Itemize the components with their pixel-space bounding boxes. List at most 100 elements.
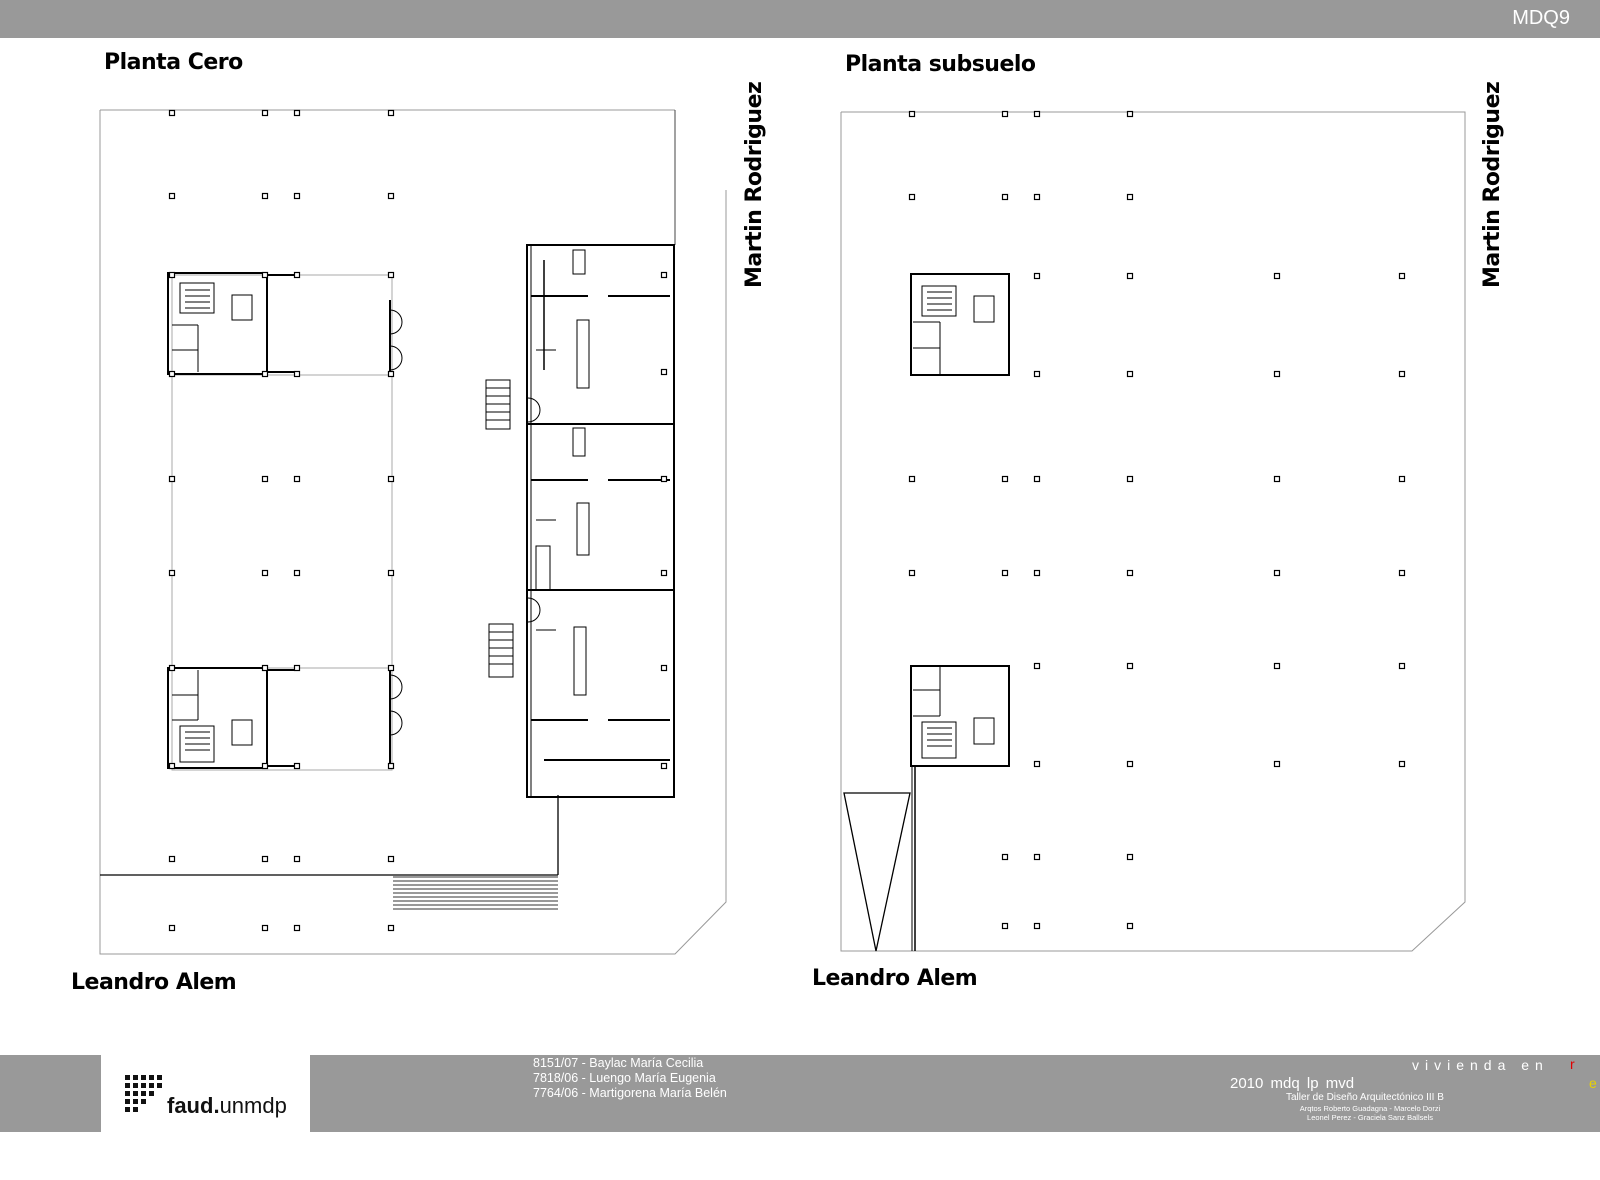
column-marker xyxy=(908,193,916,201)
column-marker xyxy=(293,664,301,672)
column-marker xyxy=(168,109,176,117)
column-marker xyxy=(387,569,395,577)
logo-bold: faud. xyxy=(167,1093,220,1118)
column-marker xyxy=(1001,922,1009,930)
column-marker xyxy=(1126,922,1134,930)
author-line: 7764/06 - Martigorena María Belén xyxy=(533,1086,727,1100)
columns xyxy=(168,109,1406,932)
column-marker xyxy=(168,855,176,863)
author-list: 8151/07 - Baylac María Cecilia 7818/06 -… xyxy=(533,1056,727,1101)
column-marker xyxy=(1126,569,1134,577)
column-marker xyxy=(293,192,301,200)
column-marker xyxy=(908,110,916,118)
column-marker xyxy=(1126,193,1134,201)
street-label-bottom-basement: Leandro Alem xyxy=(812,966,978,991)
arqtos-line: Arqtos Roberto Guadagna - Marcelo Dorzi xyxy=(1299,1104,1441,1113)
top-bar: MDQ9 xyxy=(0,0,1600,38)
column-marker xyxy=(261,762,269,770)
series-label: vivienda en xyxy=(1412,1057,1549,1073)
column-marker xyxy=(1398,662,1406,670)
series-letter-r: r xyxy=(1570,1056,1575,1072)
column-marker xyxy=(1033,569,1041,577)
plan-title-ground: Planta Cero xyxy=(104,50,243,75)
column-marker xyxy=(908,569,916,577)
column-marker xyxy=(1033,662,1041,670)
column-marker xyxy=(1033,475,1041,483)
column-marker xyxy=(168,475,176,483)
column-marker xyxy=(1126,370,1134,378)
column-marker xyxy=(387,109,395,117)
column-marker xyxy=(1033,272,1041,280)
column-marker xyxy=(660,271,668,279)
faud-logo-text: faud.unmdp xyxy=(167,1093,287,1119)
column-marker xyxy=(387,664,395,672)
column-marker xyxy=(1001,193,1009,201)
column-marker xyxy=(387,192,395,200)
column-marker xyxy=(660,664,668,672)
column-marker xyxy=(293,109,301,117)
column-marker xyxy=(261,855,269,863)
column-marker xyxy=(293,855,301,863)
logo-box xyxy=(101,1055,310,1132)
column-marker xyxy=(660,762,668,770)
column-marker xyxy=(1001,853,1009,861)
column-marker xyxy=(1398,760,1406,768)
column-marker xyxy=(387,271,395,279)
column-marker xyxy=(387,370,395,378)
column-marker xyxy=(660,569,668,577)
logo-rest: unmdp xyxy=(219,1093,287,1118)
column-marker xyxy=(387,855,395,863)
column-marker xyxy=(1033,370,1041,378)
column-marker xyxy=(261,569,269,577)
column-marker xyxy=(293,475,301,483)
column-marker xyxy=(168,370,176,378)
column-marker xyxy=(1273,475,1281,483)
column-marker xyxy=(1398,370,1406,378)
column-marker xyxy=(387,924,395,932)
column-marker xyxy=(1273,662,1281,670)
column-marker xyxy=(261,192,269,200)
ground-floor-plan xyxy=(99,109,727,955)
arqtos-line: Leonel Perez - Graciela Sanz Ballsels xyxy=(1307,1113,1433,1122)
column-marker xyxy=(1033,193,1041,201)
column-marker xyxy=(293,924,301,932)
column-marker xyxy=(1033,922,1041,930)
site-outline-basement xyxy=(840,111,1466,952)
column-marker xyxy=(1001,475,1009,483)
column-marker xyxy=(168,271,176,279)
column-marker xyxy=(1033,110,1041,118)
column-marker xyxy=(1033,853,1041,861)
column-marker xyxy=(261,370,269,378)
column-marker xyxy=(293,370,301,378)
column-marker xyxy=(908,475,916,483)
column-marker xyxy=(1126,475,1134,483)
year-line: 2010 mdq lp mvd xyxy=(1230,1075,1355,1092)
column-marker xyxy=(293,271,301,279)
series-letter-e: e xyxy=(1589,1075,1597,1091)
faud-logo-icon xyxy=(125,1075,162,1112)
column-marker xyxy=(1273,760,1281,768)
sheet-code: MDQ9 xyxy=(1512,7,1570,29)
taller-label: Taller de Diseño Arquitectónico III B xyxy=(1286,1092,1444,1103)
column-marker xyxy=(168,664,176,672)
column-marker xyxy=(168,192,176,200)
column-marker xyxy=(261,271,269,279)
author-line: 8151/07 - Baylac María Cecilia xyxy=(533,1056,704,1070)
column-marker xyxy=(1033,760,1041,768)
column-marker xyxy=(1273,569,1281,577)
column-marker xyxy=(293,762,301,770)
column-marker xyxy=(261,664,269,672)
column-marker xyxy=(168,924,176,932)
column-marker xyxy=(1126,272,1134,280)
column-marker xyxy=(261,475,269,483)
column-marker xyxy=(1126,662,1134,670)
column-marker xyxy=(1126,760,1134,768)
basement-plan xyxy=(840,111,1466,952)
column-marker xyxy=(1273,272,1281,280)
column-marker xyxy=(387,762,395,770)
author-line: 7818/06 - Luengo María Eugenia xyxy=(533,1071,716,1085)
column-marker xyxy=(660,475,668,483)
column-marker xyxy=(1001,569,1009,577)
street-label-bottom-ground: Leandro Alem xyxy=(71,970,237,995)
